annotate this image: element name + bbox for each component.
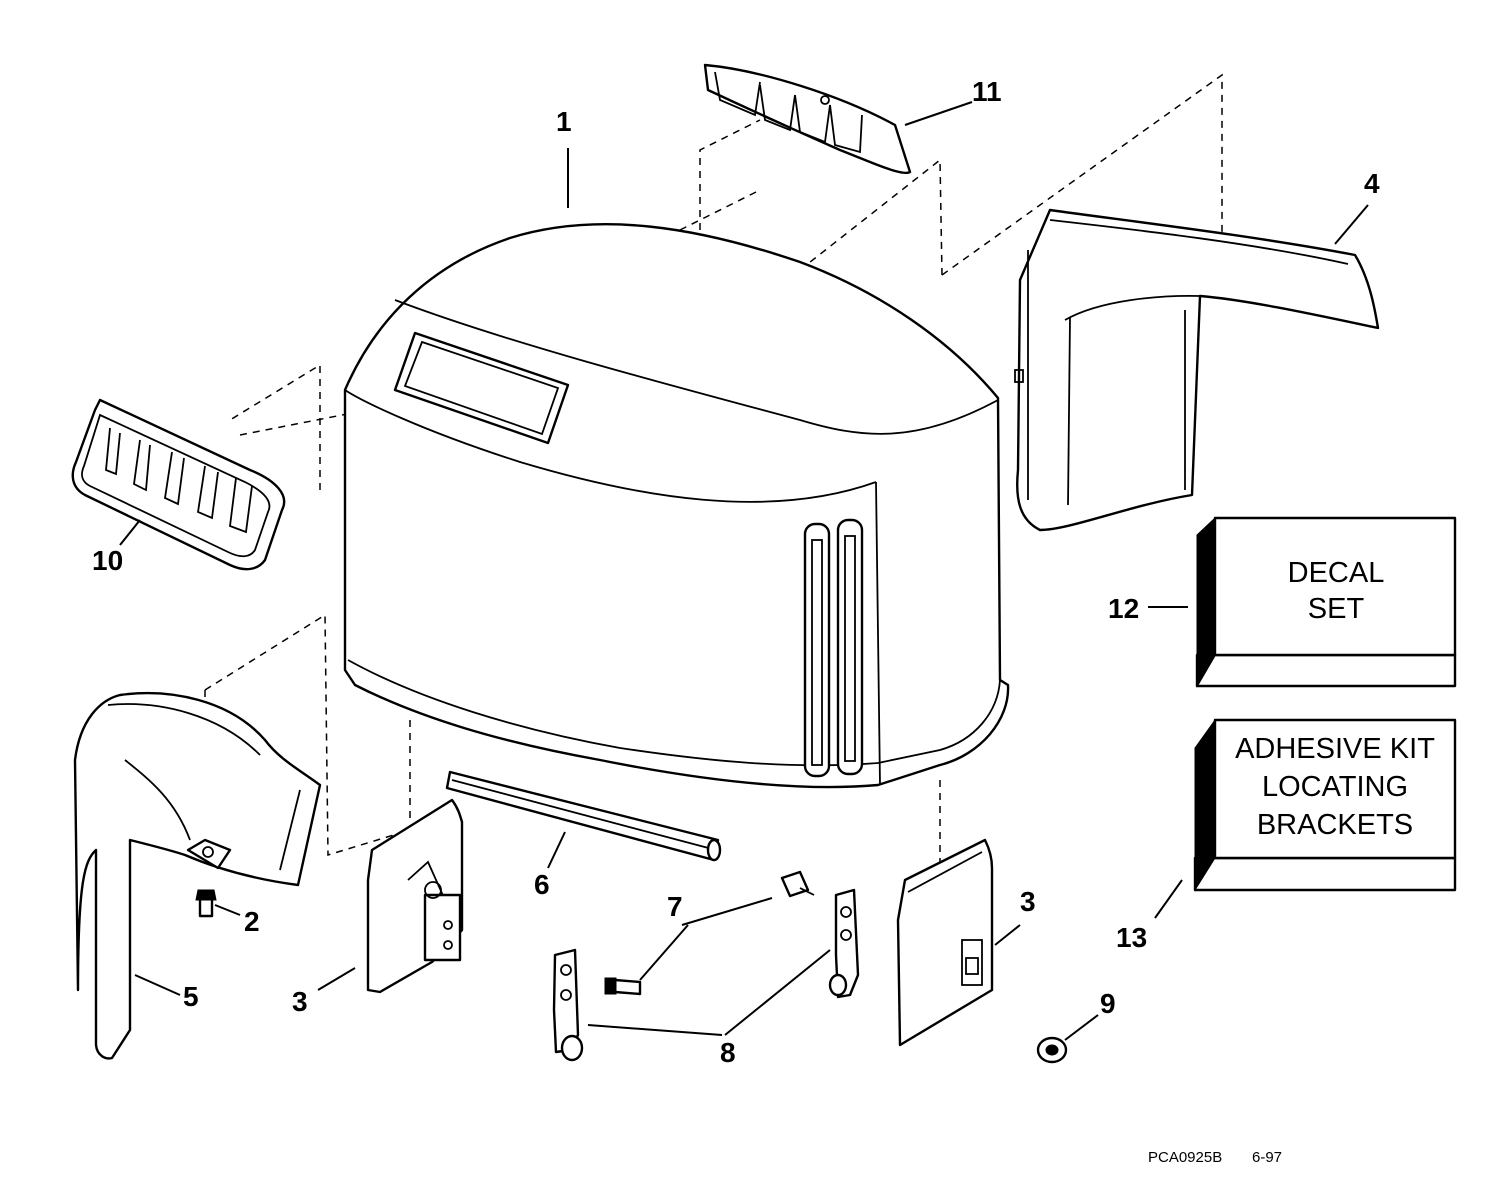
callout-10: 10 (92, 545, 123, 576)
small-screw (195, 889, 217, 918)
reference-date-text: 6-97 (1252, 1149, 1282, 1166)
seal-strip (445, 770, 722, 862)
lower-front-shell (73, 691, 322, 1060)
top-vent-grille (703, 63, 912, 175)
callout-3-right: 3 (1020, 886, 1036, 917)
grommet (1036, 1036, 1068, 1064)
rear-cowl-shell (1014, 208, 1380, 532)
callout-7: 7 (667, 891, 683, 922)
reference-code-text: PCA0925B (1148, 1149, 1222, 1166)
side-vent-grille (71, 398, 286, 571)
engine-cowl (343, 223, 1010, 789)
callout-2: 2 (244, 906, 260, 937)
callout-6: 6 (534, 869, 550, 900)
latch-plate-right (896, 838, 994, 1047)
callout-9: 9 (1100, 988, 1116, 1019)
reference-code: PCA0925B 6-97 (1148, 1149, 1282, 1166)
screws (604, 870, 815, 996)
callout-8: 8 (720, 1037, 736, 1068)
callout-12: 12 (1108, 593, 1139, 624)
decal-box-label: DECAL SET (1288, 557, 1385, 625)
callout-4: 4 (1364, 168, 1380, 199)
locating-brackets (552, 888, 860, 1062)
latch-plate-left (366, 798, 464, 994)
adhesive-kit-box (1193, 718, 1457, 892)
adhesive-box-line-1: ADHESIVE KIT (1235, 733, 1435, 765)
callout-11: 11 (972, 76, 1002, 107)
callout-1: 1 (556, 106, 572, 137)
callout-5: 5 (183, 981, 199, 1012)
adhesive-box-line-2: LOCATING (1262, 771, 1408, 803)
decal-box-line-2: SET (1308, 593, 1365, 625)
adhesive-box-label: ADHESIVE KIT LOCATING BRACKETS (1235, 733, 1435, 841)
callout-13: 13 (1116, 922, 1147, 953)
callout-numbers: 1 2 3 3 4 5 6 7 8 9 10 11 12 13 (92, 76, 1380, 1068)
decal-box-line-1: DECAL (1288, 557, 1385, 589)
callout-3-left: 3 (292, 986, 308, 1017)
adhesive-box-line-3: BRACKETS (1257, 809, 1413, 841)
leader-lines (119, 101, 1369, 1041)
decal-set-box (1195, 516, 1457, 688)
